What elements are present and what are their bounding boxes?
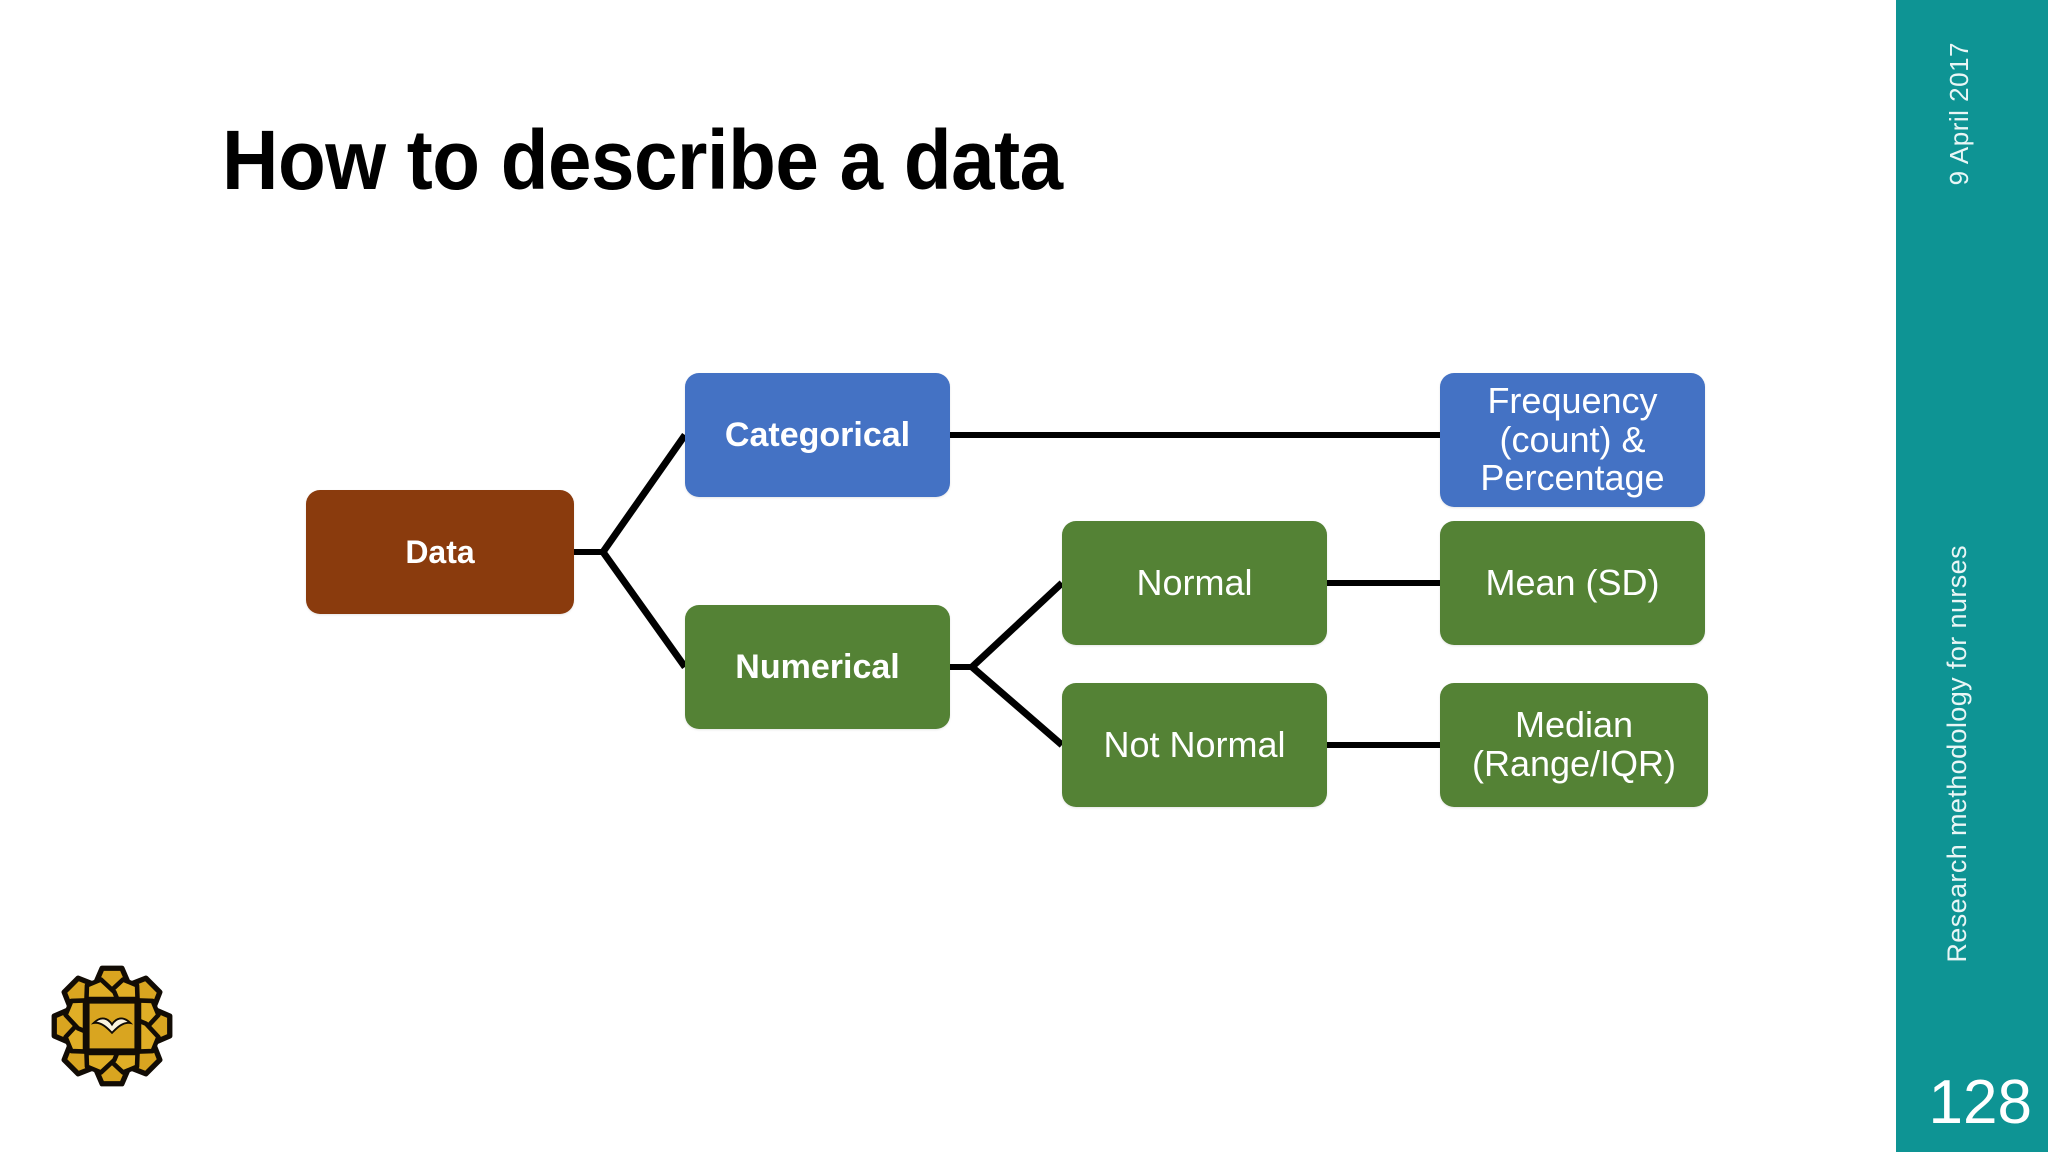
node-not-normal-label: Not Normal bbox=[1103, 723, 1286, 765]
node-median-range-iqr[interactable]: Median (Range/IQR) bbox=[1440, 683, 1708, 807]
node-frequency-line3: Percentage bbox=[1480, 457, 1665, 499]
university-emblem-logo bbox=[51, 965, 173, 1087]
node-mean-label: Mean (SD) bbox=[1485, 561, 1660, 603]
node-frequency-label: Frequency (count) & Percentage bbox=[1480, 379, 1665, 499]
page-title: How to describe a data bbox=[222, 113, 1063, 207]
node-normal-label: Normal bbox=[1136, 561, 1253, 603]
node-categorical-label: Categorical bbox=[724, 415, 911, 454]
node-numerical[interactable]: Numerical bbox=[685, 605, 950, 729]
node-frequency-line1: Frequency bbox=[1487, 379, 1658, 421]
node-median-line2: (Range/IQR) bbox=[1471, 743, 1677, 784]
slide-sidebar: 9 April 2017 Research methodology for nu… bbox=[1896, 0, 2048, 1152]
node-not-normal[interactable]: Not Normal bbox=[1062, 683, 1327, 807]
node-frequency-percentage[interactable]: Frequency (count) & Percentage bbox=[1440, 373, 1705, 507]
sidebar-date: 9 April 2017 bbox=[1944, 42, 1974, 186]
node-normal[interactable]: Normal bbox=[1062, 521, 1327, 645]
node-median-label: Median (Range/IQR) bbox=[1471, 704, 1677, 784]
node-categorical[interactable]: Categorical bbox=[685, 373, 950, 497]
node-mean-sd[interactable]: Mean (SD) bbox=[1440, 521, 1705, 645]
node-frequency-line2: (count) & bbox=[1499, 418, 1646, 460]
node-median-line1: Median bbox=[1514, 704, 1634, 746]
node-data[interactable]: Data bbox=[306, 490, 574, 614]
data-description-flow-diagram: Data Categorical Numerical Frequency (co… bbox=[306, 373, 1708, 807]
node-data-label: Data bbox=[405, 533, 475, 570]
page-number: 128 bbox=[1928, 1068, 2032, 1137]
sidebar-subject-title: Research methodology for nurses bbox=[1942, 545, 1972, 963]
node-numerical-label: Numerical bbox=[735, 647, 900, 686]
